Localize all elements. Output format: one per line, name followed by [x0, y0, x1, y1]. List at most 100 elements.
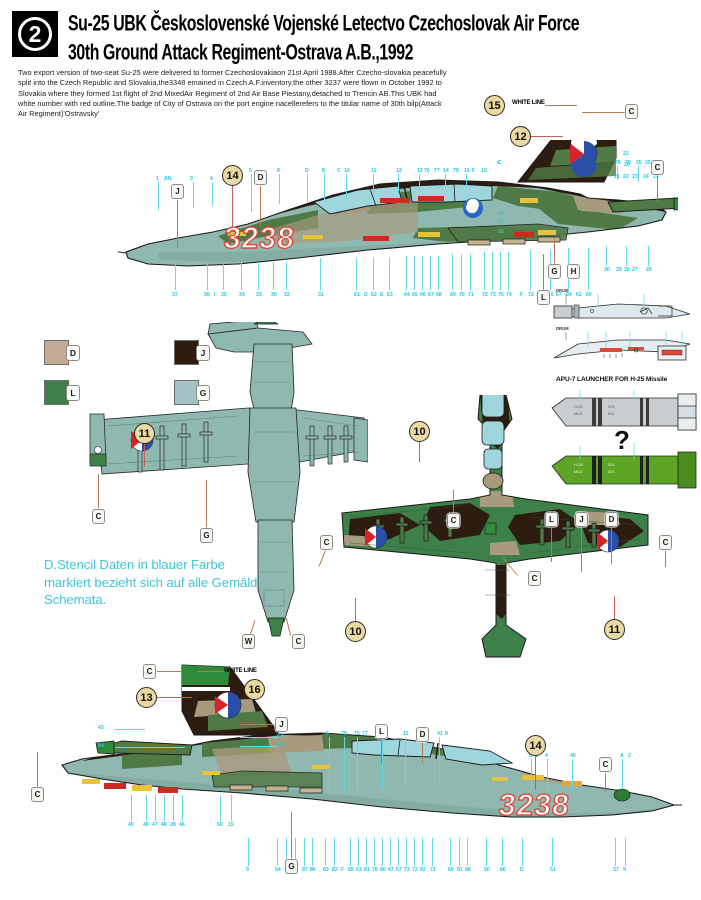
svg-text:001: 001	[608, 411, 615, 416]
callout-badge-11-plan: 11	[134, 423, 155, 444]
callout-badge-11-upper: 11	[604, 619, 625, 640]
tail-fin-bottom	[181, 664, 281, 736]
launcher-bottom	[553, 339, 691, 361]
leader-d-bottom	[422, 743, 423, 763]
apu-7-launcher-diagrams	[553, 294, 691, 361]
tag-l-top: L	[537, 290, 550, 305]
leader-10-upper	[419, 442, 420, 462]
nose-cone-plan	[267, 617, 285, 637]
legend-item-g: G	[174, 380, 210, 405]
callout-badge-12: 12	[510, 126, 531, 147]
question-mark: ?	[614, 425, 630, 455]
pylons	[467, 236, 561, 246]
leader-c-bottom-nose	[605, 773, 606, 793]
leader-12	[531, 136, 563, 137]
callout-badge-10-upper: 10	[409, 421, 430, 442]
legend-swatch-g	[174, 380, 199, 405]
title-line-2: 30th Ground Attack Regiment-Ostrava A.B.…	[68, 40, 414, 65]
tag-c-upper-pod: C	[447, 513, 460, 528]
fuselage-outline-bottom	[61, 732, 676, 818]
upper-canopy	[481, 395, 505, 490]
svg-text:001: 001	[608, 469, 615, 474]
leader-j-top	[177, 200, 178, 248]
panel-lines	[107, 361, 359, 607]
canopy-bottom	[351, 738, 514, 766]
horizontal-stabilizer	[607, 197, 678, 213]
tag-d-bottom: D	[416, 727, 429, 742]
tag-c-bottom-left: C	[31, 787, 44, 802]
legend-item-j: J	[174, 340, 210, 365]
callout-badge-13: 13	[136, 687, 157, 708]
leader-c-plan-left	[98, 474, 99, 510]
tag-c-bottom-fin: C	[143, 664, 156, 679]
leader-whiteline-bottom	[198, 671, 224, 672]
page-title: Su-25 UBK Československé Vojenské Letect…	[68, 10, 688, 64]
leader-c-upper-right	[665, 551, 666, 567]
callout-badge-10-lower: 10	[345, 621, 366, 642]
leader-d-top	[260, 186, 261, 226]
tag-c-top-far-right: C	[651, 160, 664, 175]
wingtip-light-left	[89, 453, 107, 467]
legend-code-l: L	[66, 384, 80, 401]
apu-launcher-caption: APU-7 LAUNCHER FOR H-25 Missile	[556, 376, 668, 383]
leader-14-bottom	[535, 756, 536, 790]
tag-c-plan-nose: C	[292, 634, 305, 649]
sheet-header: 2 Su-25 UBK Československé Vojenské Lete…	[0, 0, 701, 132]
leader-c-top-right	[582, 112, 626, 113]
svg-text:001: 001	[608, 462, 615, 467]
tag-c-upper-right: C	[659, 535, 672, 550]
legend-code-d: D	[66, 344, 80, 361]
title-line-1: Su-25 UBK Československé Vojenské Letect…	[68, 11, 580, 36]
leader-d-upper	[611, 528, 612, 564]
drum-label-top: DRUM	[556, 288, 569, 293]
leader-10-lower	[355, 598, 356, 622]
svg-text:H-25: H-25	[574, 404, 583, 409]
legend-item-d: D	[44, 340, 80, 365]
tag-g-plan: G	[200, 528, 213, 543]
leader-g-plan	[206, 480, 207, 529]
leader-14	[232, 186, 233, 231]
callout-badge-14-bottom: 14	[525, 735, 546, 756]
leader-c-far-right	[657, 176, 658, 202]
legend-item-l: L	[44, 380, 80, 405]
callout-badge-15: 15	[484, 95, 505, 116]
svg-text:MLD: MLD	[574, 411, 583, 416]
leader-l-bottom	[381, 740, 382, 764]
horizontal-stabilizer-bottom	[107, 740, 193, 756]
leader-c-bottom-fin	[157, 671, 181, 672]
leader-j-bottom	[240, 724, 276, 725]
leader-whiteline-top	[545, 105, 577, 106]
leader-11-upper	[614, 596, 615, 620]
tag-g-top: G	[548, 264, 561, 279]
leader-13	[157, 697, 192, 698]
czech-roundel-upper-left	[364, 525, 388, 549]
legend-swatch-d	[44, 340, 69, 365]
sheet-number-badge: 2	[12, 11, 58, 57]
czech-roundel-upper-right	[596, 529, 620, 553]
tag-j-upper: J	[575, 512, 588, 527]
tag-d-upper: D	[605, 512, 618, 527]
leader-l-top	[543, 254, 544, 291]
intro-paragraph: Two export version of two-seat Su-25 wer…	[18, 68, 447, 119]
legend-code-j: J	[196, 344, 210, 361]
leader-c-upper-pod	[453, 490, 454, 514]
drum-label-bottom: DRUM	[556, 326, 569, 331]
launcher-top	[553, 303, 691, 319]
airframe-markings	[228, 196, 556, 241]
callout-badge-16: 16	[244, 679, 265, 700]
tag-h-top: H	[567, 264, 580, 279]
tag-w-plan: W	[242, 634, 255, 649]
aircraft-side-view-top	[118, 140, 678, 267]
tag-c-plan-right: C	[320, 535, 333, 550]
tag-c-bottom-nose: C	[599, 757, 612, 772]
svg-text:001: 001	[608, 404, 615, 409]
airframe-markings-bottom	[82, 765, 631, 802]
callout-badge-14: 14	[222, 165, 243, 186]
leader-g-top	[554, 238, 555, 265]
white-line-label-top: WHITE LINE	[512, 100, 545, 106]
svg-text:H-25: H-25	[574, 462, 583, 467]
aircraft-side-view-bottom	[61, 664, 682, 818]
